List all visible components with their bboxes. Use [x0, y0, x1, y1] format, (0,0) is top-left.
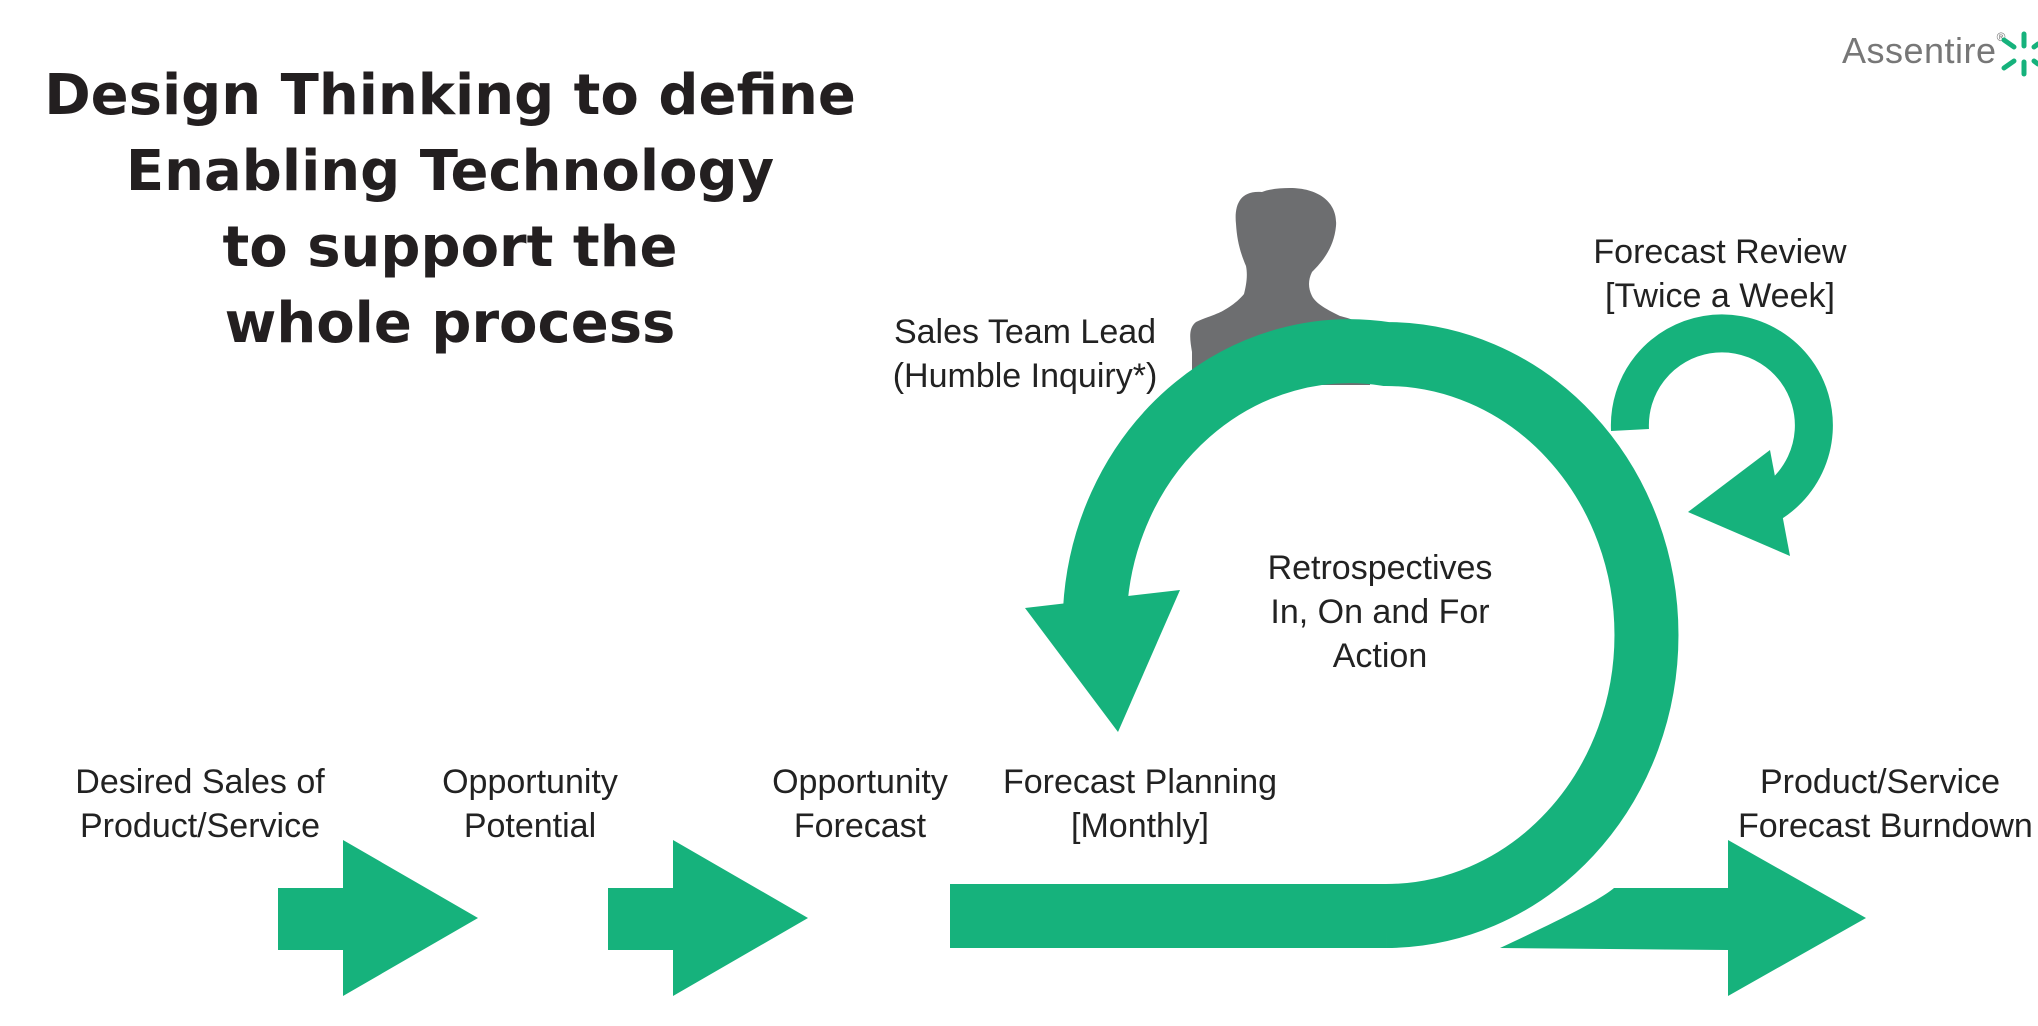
- label-sales-team-lead: Sales Team Lead (Humble Inquiry*): [870, 310, 1180, 398]
- label-opportunity-potential: Opportunity Potential: [400, 760, 660, 848]
- label-forecast-planning-line-1: Forecast Planning: [1002, 763, 1278, 801]
- label-retrospectives: Retrospectives In, On and For Action: [1230, 546, 1530, 678]
- label-retrospectives-line-2: In, On and For: [1270, 593, 1490, 631]
- assentire-logo: Assentire®: [1842, 30, 2006, 72]
- review-loop-arrowhead: [1688, 450, 1790, 556]
- forecast-review-loop: [1610, 314, 1833, 528]
- logo-text: Assentire: [1842, 30, 1997, 71]
- label-retrospectives-line-1: Retrospectives: [1267, 549, 1493, 587]
- label-forecast-planning-line-2: [Monthly]: [1071, 807, 1209, 845]
- arrow-to-burndown: [1500, 840, 1866, 996]
- forecast-planning-loop: [950, 319, 1679, 948]
- page-title: Design Thinking to define Enabling Techn…: [40, 58, 860, 362]
- label-sales-team-lead-line-1: Sales Team Lead: [893, 313, 1157, 351]
- label-forecast-planning: Forecast Planning [Monthly]: [990, 760, 1290, 848]
- asterisk-logo-icon: [2001, 31, 2038, 77]
- label-desired-sales: Desired Sales of Product/Service: [60, 760, 340, 848]
- label-desired-sales-line-2: Product/Service: [80, 807, 320, 845]
- loop-arrowhead: [1025, 590, 1180, 732]
- label-opportunity-potential-line-1: Opportunity: [442, 763, 618, 801]
- label-product-burndown: Product/Service Forecast Burndown: [1738, 760, 2038, 848]
- label-opportunity-forecast-line-1: Opportunity: [772, 763, 948, 801]
- label-retrospectives-line-3: Action: [1332, 637, 1428, 675]
- title-line-2: Enabling Technology: [125, 139, 775, 204]
- label-opportunity-forecast-line-2: Forecast: [793, 807, 927, 845]
- title-line-1: Design Thinking to define: [44, 63, 856, 128]
- logo-registered-mark: ®: [1996, 30, 2006, 44]
- label-desired-sales-line-1: Desired Sales of: [75, 763, 325, 801]
- label-product-burndown-line-1: Product/Service: [1760, 763, 2000, 801]
- label-product-burndown-line-2: Forecast Burndown: [1738, 807, 2033, 845]
- label-forecast-review-line-1: Forecast Review: [1593, 233, 1847, 271]
- label-opportunity-forecast: Opportunity Forecast: [730, 760, 990, 848]
- title-line-3: to support the: [222, 215, 678, 280]
- arrow-potential-to-forecast: [608, 840, 808, 996]
- label-sales-team-lead-line-2: (Humble Inquiry*): [892, 357, 1158, 395]
- label-opportunity-potential-line-2: Potential: [463, 807, 597, 845]
- label-forecast-review-line-2: [Twice a Week]: [1605, 277, 1835, 315]
- arrow-desired-to-potential: [278, 840, 478, 996]
- label-forecast-review: Forecast Review [Twice a Week]: [1570, 230, 1870, 318]
- title-line-4: whole process: [224, 291, 676, 356]
